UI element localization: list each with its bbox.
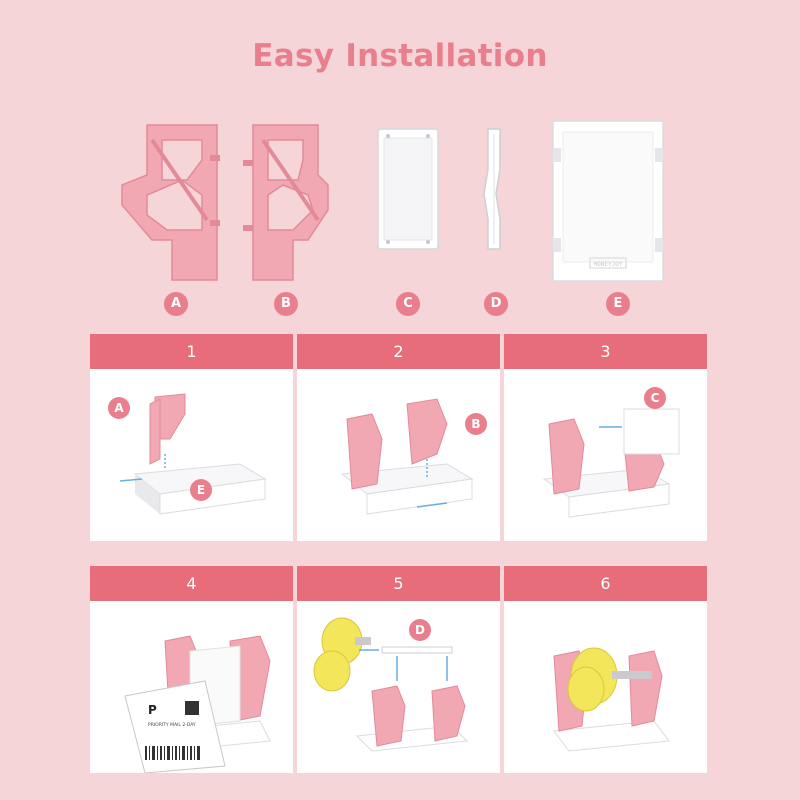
step-1-callout-a: A <box>108 397 130 419</box>
step-4-illustration: P PRIORITY MAIL 2-DAY <box>90 601 293 773</box>
step-5-illustration: D <box>297 601 500 773</box>
step-3-illustration: C <box>504 369 707 541</box>
part-a-image <box>121 124 220 281</box>
label-letter: P <box>148 703 157 717</box>
part-e-image: HONEYJOY <box>552 120 664 282</box>
parts-row: HONEYJOY A B C D E <box>0 110 800 320</box>
step-3-callout-c: C <box>644 387 666 409</box>
step-6: 6 <box>504 566 707 773</box>
part-c-badge: C <box>396 292 420 316</box>
part-a-badge: A <box>164 292 188 316</box>
part-c-image <box>377 128 439 250</box>
step-6-illustration <box>504 601 707 773</box>
step-4-number: 4 <box>90 566 293 601</box>
part-d-image <box>483 128 501 250</box>
part-b-badge: B <box>274 292 298 316</box>
step-1: 1 A E <box>90 334 293 541</box>
step-4: 4 P PRIORITY MAIL 2-DAY <box>90 566 293 773</box>
page-title: Easy Installation <box>252 38 548 74</box>
step-1-illustration: A E <box>90 369 293 541</box>
step-1-number: 1 <box>90 334 293 369</box>
step-5-callout-d: D <box>409 619 431 641</box>
label-service: PRIORITY MAIL 2-DAY <box>148 722 196 728</box>
step-5-number: 5 <box>297 566 500 601</box>
part-b-image <box>243 124 329 281</box>
step-3: 3 C <box>504 334 707 541</box>
part-d-badge: D <box>484 292 508 316</box>
step-5: 5 D <box>297 566 500 773</box>
step-2: 2 B <box>297 334 500 541</box>
part-e-badge: E <box>606 292 630 316</box>
step-2-illustration: B <box>297 369 500 541</box>
step-6-number: 6 <box>504 566 707 601</box>
step-1-callout-e: E <box>190 479 212 501</box>
stand-logo-text: HONEYJOY <box>594 261 623 268</box>
step-2-number: 2 <box>297 334 500 369</box>
step-3-number: 3 <box>504 334 707 369</box>
step-2-callout-b: B <box>465 413 487 435</box>
